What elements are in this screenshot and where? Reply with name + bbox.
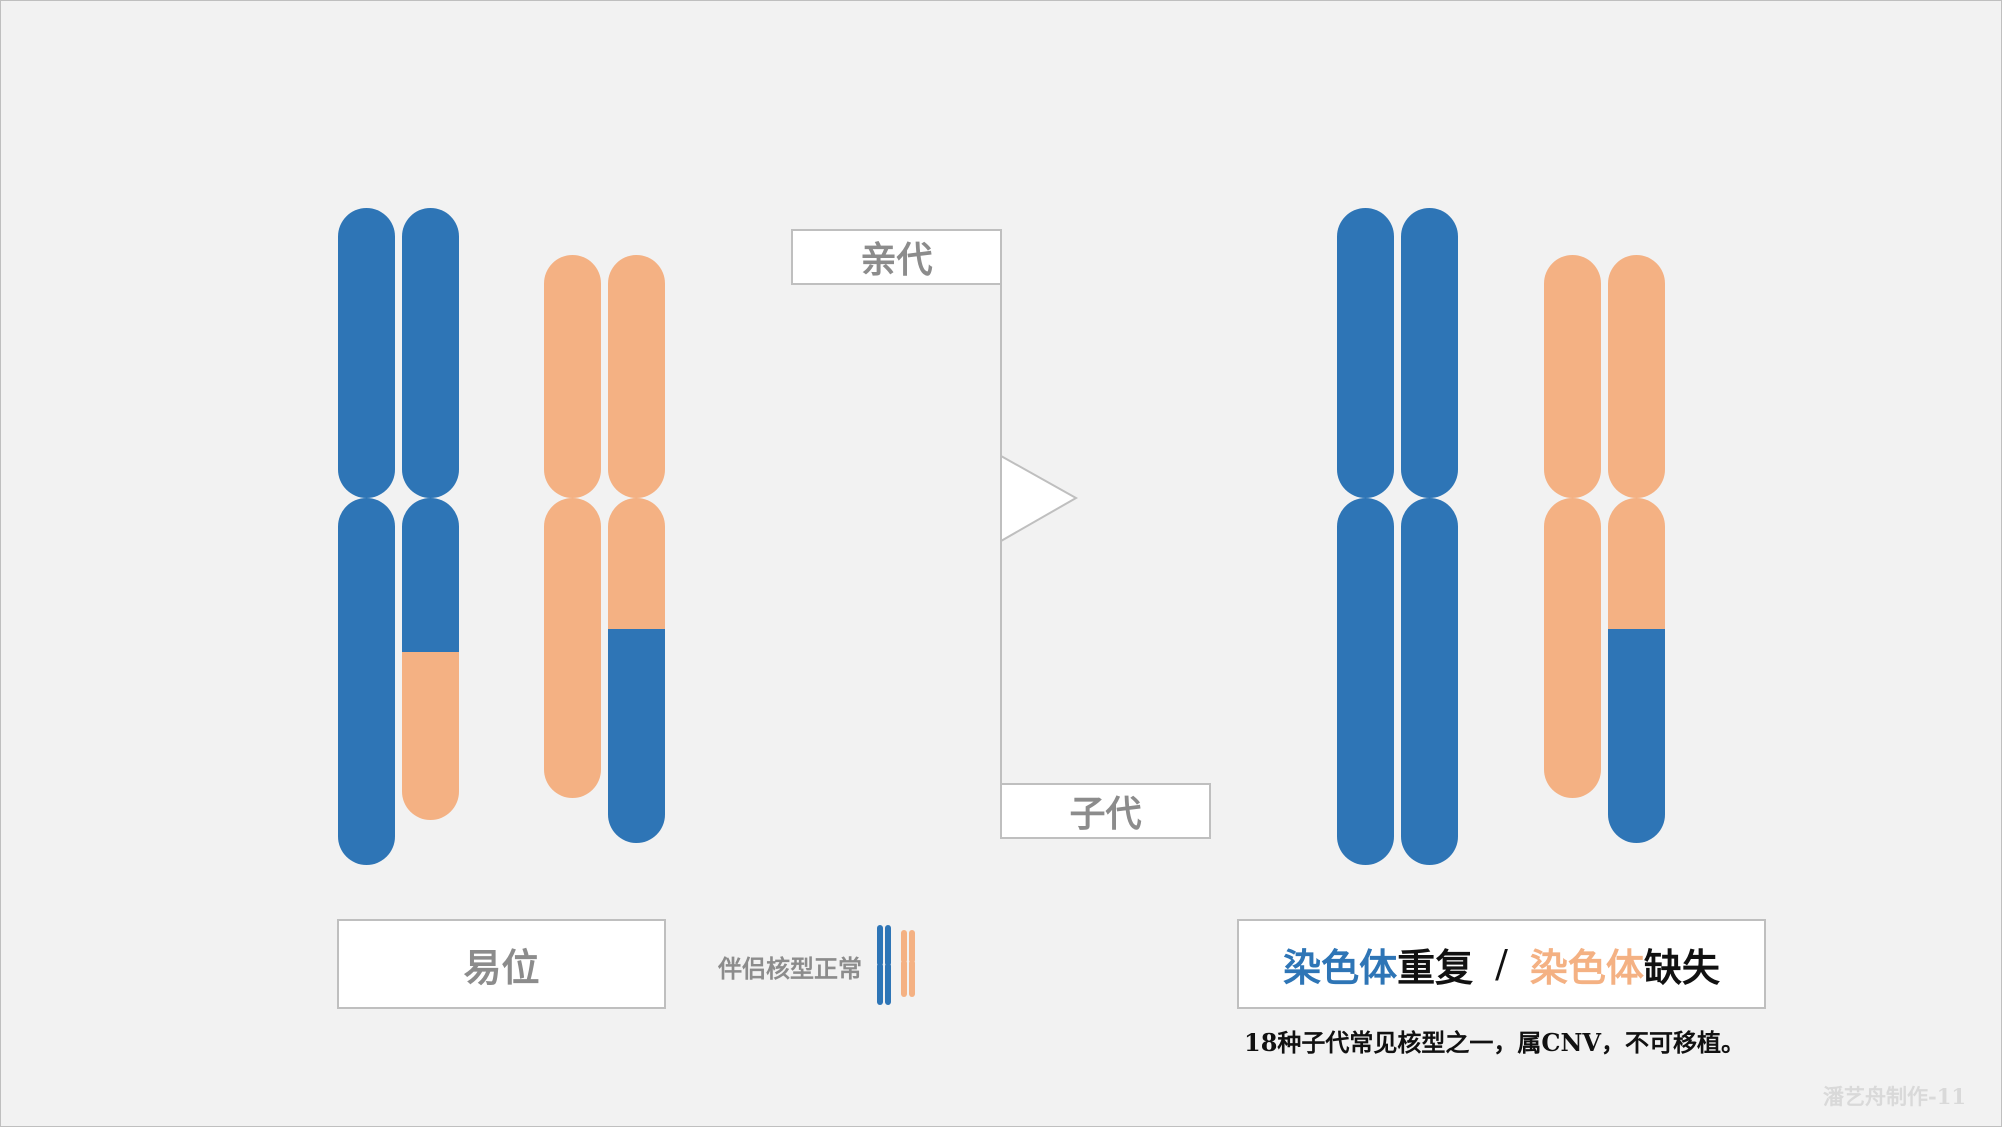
arrow-icon [1000, 454, 1079, 543]
result-duplication-prefix: 染色体 [1283, 944, 1398, 990]
parent-peach-chrom-1-lower [544, 498, 601, 798]
child-peach-chrom-1-lower [1544, 498, 1601, 798]
child-peach-chrom-1-upper [1544, 255, 1601, 498]
child-peach-chrom-2-lower [1608, 498, 1665, 843]
parent-label: 亲代 [860, 239, 933, 281]
parent-peach-chrom-2-lower [608, 498, 665, 843]
parent-label-box: 亲代 [791, 229, 1002, 285]
child-peach-chrom-2-upper [1608, 255, 1665, 498]
result-duplication: 重复 [1397, 944, 1474, 990]
partner-label: 伴侣核型正常 [718, 954, 862, 983]
parent-blue-chrom-1-lower [338, 498, 395, 865]
parent-blue-chrom-1-upper [338, 208, 395, 498]
child-blue-chrom-2-upper [1401, 208, 1458, 498]
child-label: 子代 [1069, 793, 1142, 835]
parent-peach-chrom-1-upper [544, 255, 601, 498]
child-label-box: 子代 [1000, 783, 1211, 839]
translocation-label: 易位 [463, 944, 540, 990]
result-separator: / [1495, 942, 1508, 986]
note-text: 18种子代常见核型之一，属CNV，不可移植。 [1244, 1028, 1746, 1057]
parent-blue-chrom-2-lower [402, 498, 459, 820]
result-box: 染色体重复 / 染色体缺失 [1237, 919, 1766, 1009]
footer-credit: 潘艺舟制作-11 [1823, 1084, 1966, 1109]
child-blue-chrom-1-upper [1337, 208, 1394, 498]
result-deletion: 缺失 [1643, 944, 1720, 990]
child-blue-chrom-2-lower [1401, 498, 1458, 865]
parent-peach-chrom-2-upper [608, 255, 665, 498]
parent-blue-chrom-2-upper [402, 208, 459, 498]
translocation-label-box: 易位 [337, 919, 666, 1009]
child-blue-chrom-1-lower [1337, 498, 1394, 865]
result-deletion-prefix: 染色体 [1529, 944, 1644, 990]
